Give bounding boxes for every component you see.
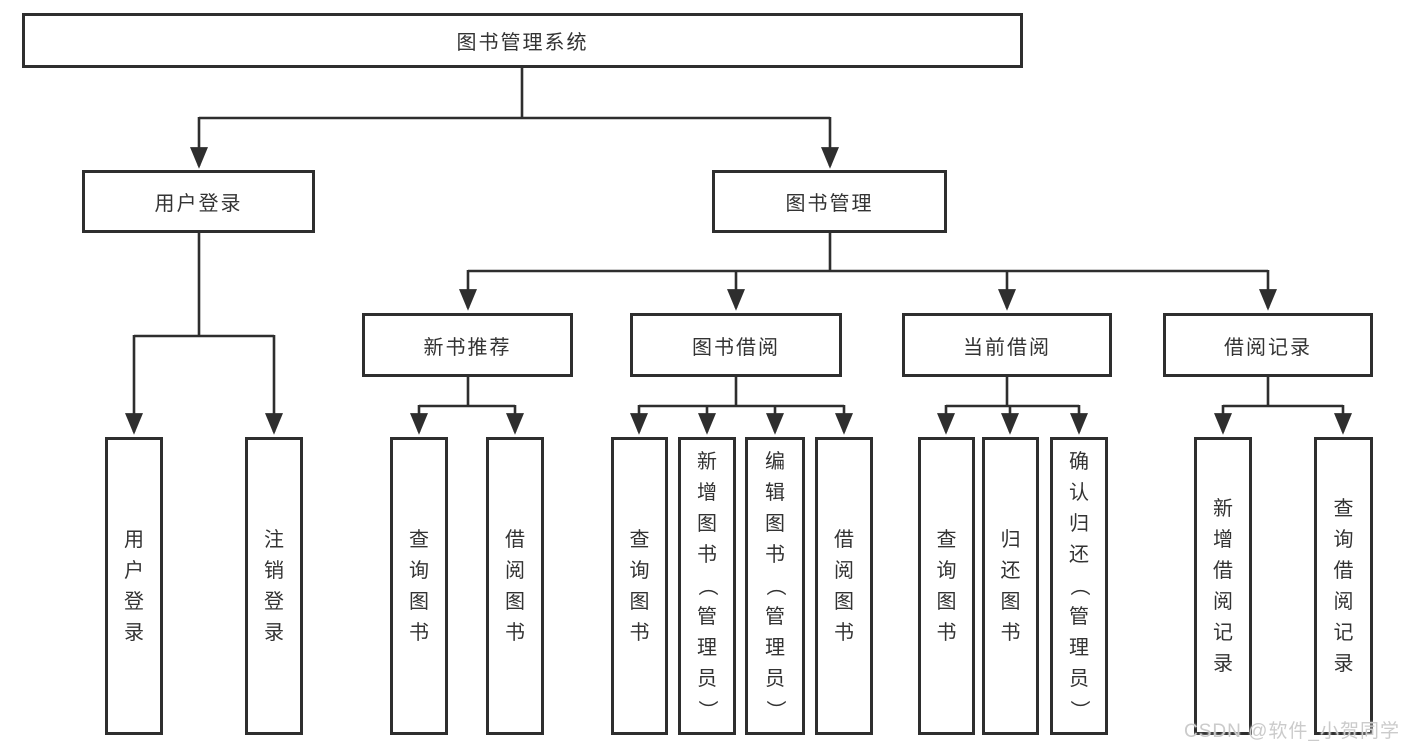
leaf-user-login: 用户登录 [105,437,163,735]
leaf-confirm-return-admin: 确认归还（管理员） [1050,437,1108,735]
leaf-user-login-label: 用户登录 [124,528,144,644]
node-book-management-label: 图书管理 [785,193,874,215]
leaf-query-books-2-label: 查询图书 [629,528,650,644]
leaf-borrow-books-1-label: 借阅图书 [505,528,525,644]
node-new-book-recommend: 新书推荐 [362,313,573,377]
node-book-borrowing: 图书借阅 [630,313,842,377]
leaf-borrow-books-1: 借阅图书 [486,437,544,735]
leaf-add-books-admin-label: 新增图书（管理员） [696,451,718,720]
leaf-query-books-1: 查询图书 [390,437,448,735]
node-book-management: 图书管理 [712,170,947,233]
leaf-query-books-2: 查询图书 [611,437,668,735]
leaf-query-books-1-label: 查询图书 [409,528,429,644]
leaf-borrow-books-2: 借阅图书 [815,437,873,735]
leaf-add-borrow-record-label: 新增借阅记录 [1213,497,1233,675]
node-borrowing-records-label: 借阅记录 [1224,336,1312,359]
leaf-return-books-label: 归还图书 [1000,528,1021,644]
node-user-login: 用户登录 [82,170,315,233]
leaf-add-books-admin: 新增图书（管理员） [678,437,736,735]
watermark: CSDN @软件_小贺同学 [1184,721,1400,742]
node-new-book-recommend-label: 新书推荐 [423,336,512,359]
leaf-borrow-books-2-label: 借阅图书 [834,528,854,644]
node-current-borrowing: 当前借阅 [902,313,1112,377]
node-borrowing-records: 借阅记录 [1163,313,1373,377]
node-root-label: 图书管理系统 [456,32,589,54]
node-book-borrowing-label: 图书借阅 [692,336,780,359]
leaf-logout-label: 注销登录 [264,528,284,644]
leaf-query-borrow-record: 查询借阅记录 [1314,437,1373,735]
leaf-query-books-3: 查询图书 [918,437,975,735]
leaf-add-borrow-record: 新增借阅记录 [1194,437,1252,735]
leaf-confirm-return-admin-label: 确认归还（管理员） [1068,451,1090,720]
leaf-return-books: 归还图书 [982,437,1039,735]
node-user-login-label: 用户登录 [154,193,243,215]
leaf-edit-books-admin: 编辑图书（管理员） [745,437,805,735]
leaf-logout: 注销登录 [245,437,303,735]
leaf-edit-books-admin-label: 编辑图书（管理员） [764,451,786,720]
node-root: 图书管理系统 [22,13,1023,68]
leaf-query-borrow-record-label: 查询借阅记录 [1333,497,1354,675]
leaf-query-books-3-label: 查询图书 [936,528,957,644]
node-current-borrowing-label: 当前借阅 [963,336,1051,359]
